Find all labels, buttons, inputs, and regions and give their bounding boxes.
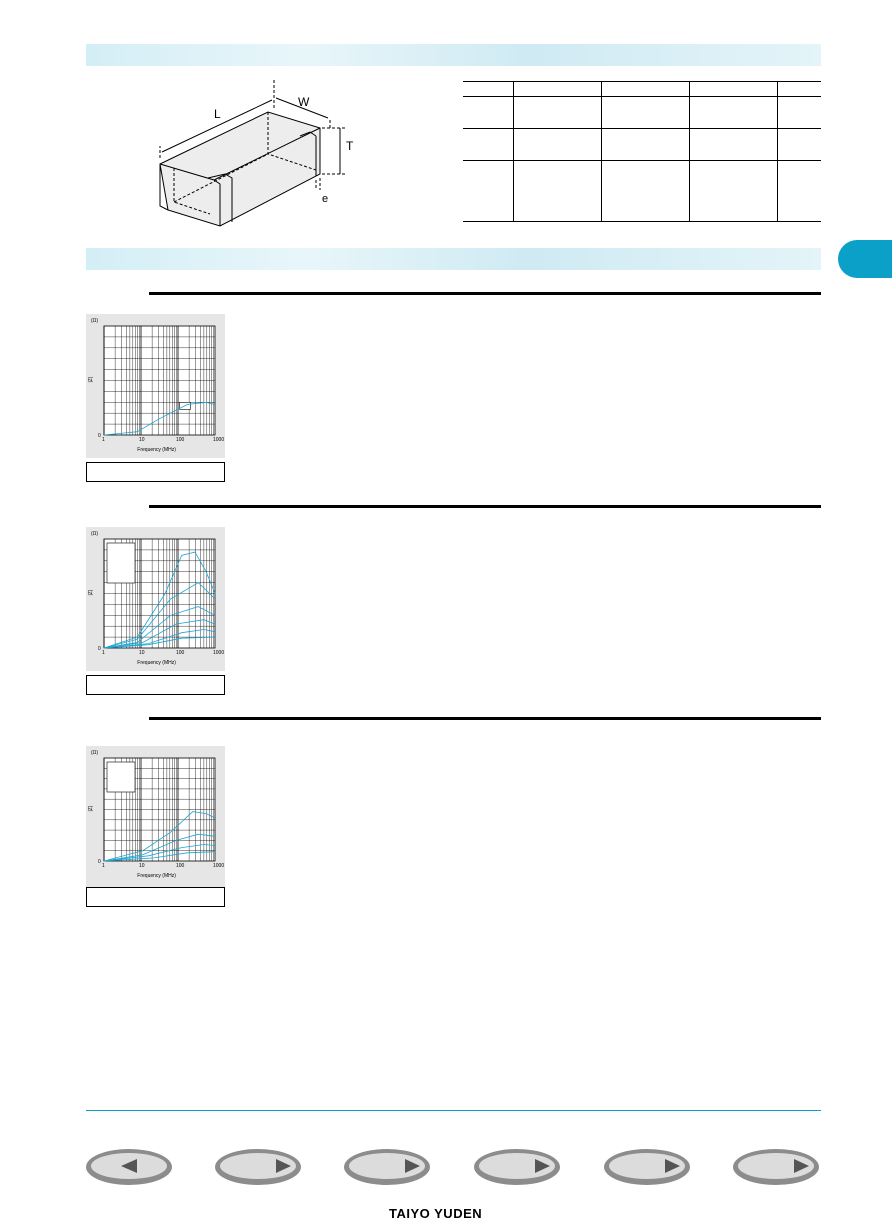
table-row	[463, 128, 821, 161]
x-tick-label: 100	[176, 863, 185, 869]
section-rule	[149, 505, 821, 508]
chart-caption-box	[86, 462, 225, 482]
dim-label-e: e	[322, 193, 328, 205]
x-tick-label: 1	[102, 437, 105, 443]
y-axis-label: |Z|	[88, 590, 94, 596]
table-row	[463, 96, 821, 129]
impedance-curve	[103, 606, 216, 649]
nav-forward-button-2[interactable]	[343, 1148, 431, 1186]
impedance-curve	[103, 619, 216, 649]
nav-forward-button-4[interactable]	[603, 1148, 691, 1186]
impedance-curve	[103, 401, 216, 436]
legend-box	[106, 542, 136, 584]
unit-label: (Ω)	[91, 531, 98, 537]
chart-caption-box	[86, 675, 225, 695]
x-axis-label: Frequency (MHz)	[137, 447, 176, 453]
impedance-curve	[103, 551, 216, 649]
section-header-band-dimensions	[86, 44, 821, 66]
brand-logo-text: TAIYO YUDEN	[389, 1206, 483, 1221]
impedance-curve	[103, 629, 216, 649]
arrow-right-icon	[665, 1159, 680, 1173]
x-tick-label: 10	[139, 650, 145, 656]
legend-box	[106, 761, 136, 793]
dim-label-L: L	[214, 107, 221, 121]
x-axis-label: Frequency (MHz)	[137, 873, 176, 879]
nav-forward-button-1[interactable]	[214, 1148, 302, 1186]
y-zero-label: 0	[98, 646, 101, 652]
chip-dimension-diagram: L W T e	[159, 78, 354, 227]
arrow-right-icon	[535, 1159, 550, 1173]
footer-divider	[86, 1110, 821, 1111]
side-index-tab	[838, 240, 892, 278]
dim-label-T: T	[346, 139, 354, 153]
impedance-curve	[103, 582, 216, 649]
impedance-curve	[103, 833, 216, 862]
unit-label: (Ω)	[91, 750, 98, 756]
x-tick-label: 1000	[213, 863, 224, 869]
impedance-curve	[103, 851, 216, 862]
arrow-right-icon	[405, 1159, 420, 1173]
x-tick-label: 100	[176, 437, 185, 443]
y-zero-label: 0	[98, 433, 101, 439]
y-zero-label: 0	[98, 859, 101, 865]
table-row	[463, 160, 821, 222]
unit-label: (Ω)	[91, 318, 98, 324]
nav-forward-button-3[interactable]	[473, 1148, 561, 1186]
impedance-curve	[103, 811, 216, 862]
table-row	[463, 81, 821, 97]
x-tick-label: 1	[102, 650, 105, 656]
x-tick-label: 100	[176, 650, 185, 656]
nav-forward-button-5[interactable]	[732, 1148, 820, 1186]
section-rule	[149, 717, 821, 720]
nav-back-button[interactable]	[85, 1148, 173, 1186]
y-axis-label: |Z|	[88, 806, 94, 812]
x-tick-label: 1000	[213, 437, 224, 443]
x-axis-label: Frequency (MHz)	[137, 660, 176, 666]
chart-caption-box	[86, 887, 225, 907]
dimension-table	[463, 81, 821, 222]
dim-label-W: W	[298, 95, 310, 109]
impedance-curve	[103, 636, 216, 649]
section-header-band-characteristics	[86, 248, 821, 270]
impedance-curve	[103, 844, 216, 862]
x-tick-label: 10	[139, 437, 145, 443]
x-tick-label: 10	[139, 863, 145, 869]
arrow-left-icon	[121, 1159, 137, 1173]
arrow-right-icon	[276, 1159, 291, 1173]
section-rule	[149, 292, 821, 295]
x-tick-label: 1	[102, 863, 105, 869]
y-axis-label: |Z|	[88, 377, 94, 383]
arrow-right-icon	[794, 1159, 809, 1173]
x-tick-label: 1000	[213, 650, 224, 656]
